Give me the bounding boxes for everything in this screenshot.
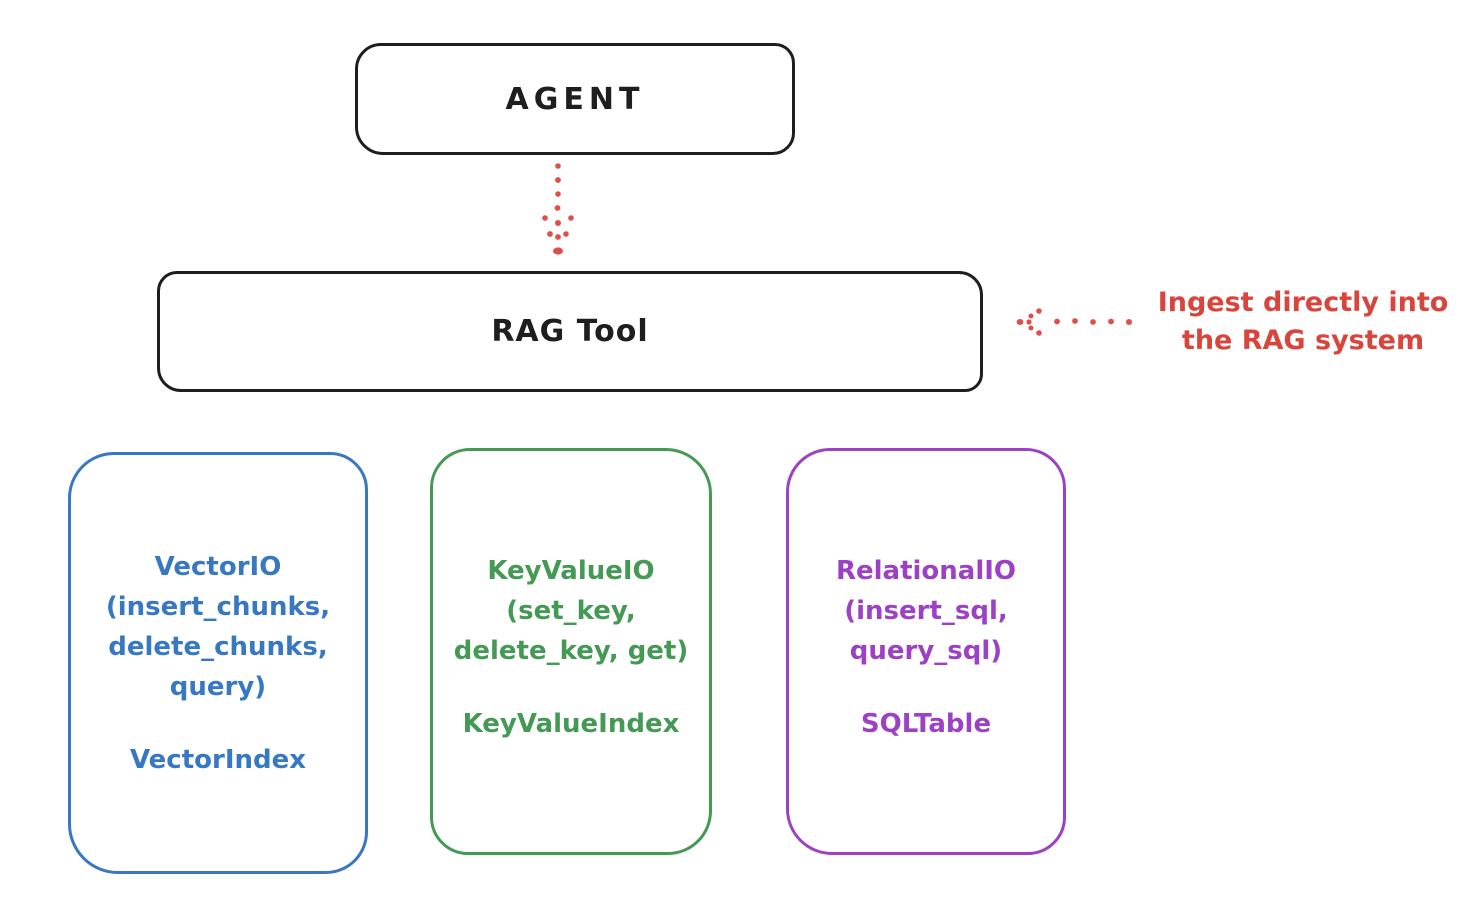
keyvalue-index-label: KeyValueIndex	[462, 709, 680, 739]
spacer	[433, 671, 709, 704]
sql-table-label: SQLTable	[860, 709, 992, 739]
vector-io-title: VectorIO	[154, 552, 282, 582]
vector-io-box: VectorIO (insert_chunks, delete_chunks, …	[68, 452, 368, 874]
spacer	[789, 671, 1063, 704]
keyvalue-io-title: KeyValueIO	[487, 556, 655, 586]
keyvalue-io-methods-line1: (set_key,	[506, 596, 636, 626]
relational-io-methods-line1: (insert_sql,	[844, 596, 1008, 626]
ingest-annotation-line2: the RAG system	[1181, 325, 1425, 356]
rag-tool-box: RAG Tool	[157, 271, 983, 392]
agent-box-label: AGENT	[505, 81, 645, 117]
vector-io-methods-line1: (insert_chunks,	[105, 592, 331, 622]
ingest-annotation-line1: Ingest directly into	[1157, 287, 1449, 318]
keyvalue-io-box: KeyValueIO (set_key, delete_key, get) Ke…	[430, 448, 712, 855]
keyvalue-io-methods-line2: delete_key, get)	[453, 636, 689, 666]
ingest-arrow-icon	[1016, 308, 1132, 336]
vector-io-methods-line3: query)	[169, 672, 267, 702]
rag-tool-box-label: RAG Tool	[491, 314, 649, 349]
ingest-annotation: Ingest directly into the RAG system	[1128, 284, 1478, 360]
relational-io-methods-line2: query_sql)	[849, 636, 1003, 666]
spacer	[71, 707, 365, 740]
relational-io-title: RelationalIO	[835, 556, 1017, 586]
agent-box: AGENT	[355, 43, 795, 155]
relational-io-box: RelationalIO (insert_sql, query_sql) SQL…	[786, 448, 1066, 855]
agent-to-ragtool-arrow-icon	[542, 163, 574, 255]
vector-index-label: VectorIndex	[129, 745, 307, 775]
vector-io-methods-line2: delete_chunks,	[108, 632, 328, 662]
